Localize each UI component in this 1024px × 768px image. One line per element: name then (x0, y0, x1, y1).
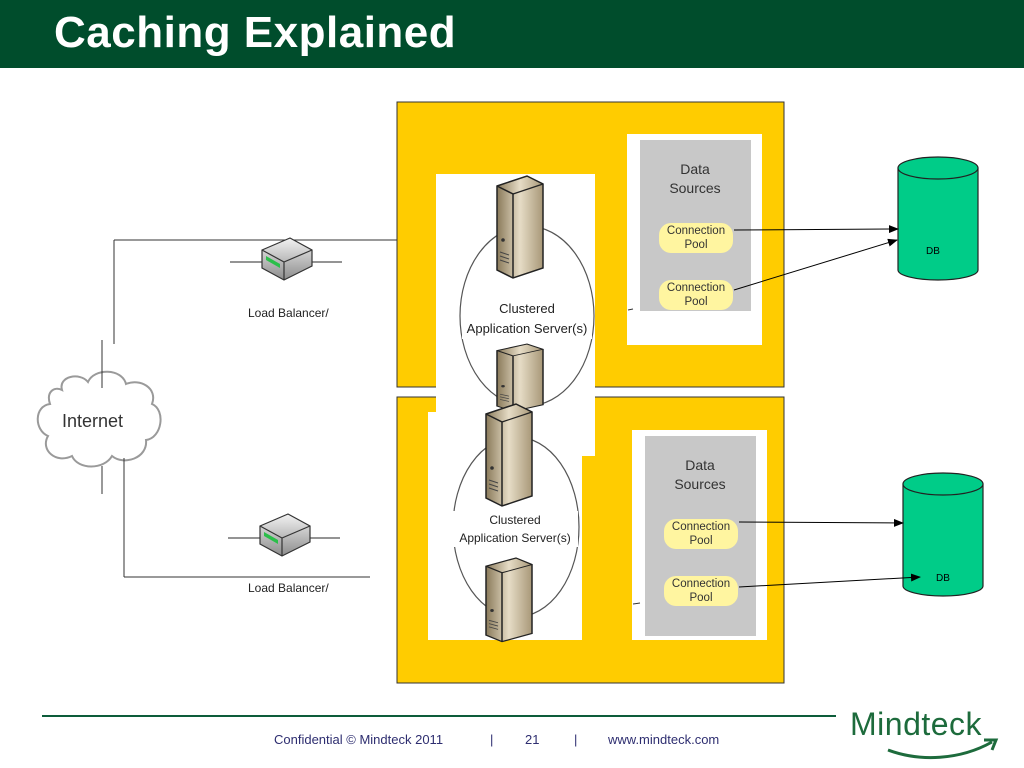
data-sources-line1: Data (685, 457, 715, 473)
slide-title: Caching Explained (54, 8, 457, 57)
server-icon (485, 557, 533, 643)
db-label-bottom: DB (936, 573, 950, 584)
cluster-label-line2: Application Server(s) (459, 531, 571, 545)
load-balancer-label-bottom: Load Balancer/ (248, 581, 329, 595)
page-number: 21 (525, 732, 540, 747)
internet-label: Internet (62, 411, 124, 431)
data-sources-line1: Data (680, 161, 710, 177)
connection-pool: Connection Pool (664, 576, 738, 606)
connection-pool: Connection Pool (659, 223, 733, 253)
cluster-label-line2: Application Server(s) (466, 321, 588, 336)
data-sources-line2: Sources (669, 180, 721, 196)
mindteck-logo: Mindteck (850, 706, 983, 742)
db-label-top: DB (926, 246, 940, 257)
footer-url: www.mindteck.com (608, 732, 720, 747)
load-balancer-icon (229, 237, 343, 281)
data-sources-title-bottom: Data Sources (652, 456, 748, 494)
footer-divider (42, 715, 836, 717)
footer-separator: | (490, 732, 494, 747)
cluster-label-top: Clustered Application Server(s) (462, 299, 592, 339)
load-balancer-label-top: Load Balancer/ (248, 306, 329, 320)
logo-swoosh-icon (887, 738, 999, 759)
server-icon (485, 403, 533, 507)
database-icon (902, 472, 984, 597)
cloud-icon (36, 370, 162, 468)
cluster-label-line1: Clustered (499, 301, 555, 316)
cluster-label-line1: Clustered (489, 513, 541, 527)
data-sources-line2: Sources (674, 476, 726, 492)
network-links (101, 239, 436, 578)
connection-pool: Connection Pool (659, 280, 733, 310)
connection-pool: Connection Pool (664, 519, 738, 549)
server-icon (496, 343, 544, 413)
pool-db-connections (733, 225, 921, 588)
title-bar: Caching Explained (0, 0, 1024, 68)
footer-separator: | (574, 732, 578, 747)
footer-confidential: Confidential © Mindteck 2011 (274, 732, 444, 747)
load-balancer-icon (227, 513, 341, 557)
data-sources-title-top: Data Sources (647, 160, 743, 198)
server-icon (496, 175, 544, 279)
cluster-label-bottom: Clustered Application Server(s) (452, 511, 578, 547)
database-icon (897, 156, 979, 281)
